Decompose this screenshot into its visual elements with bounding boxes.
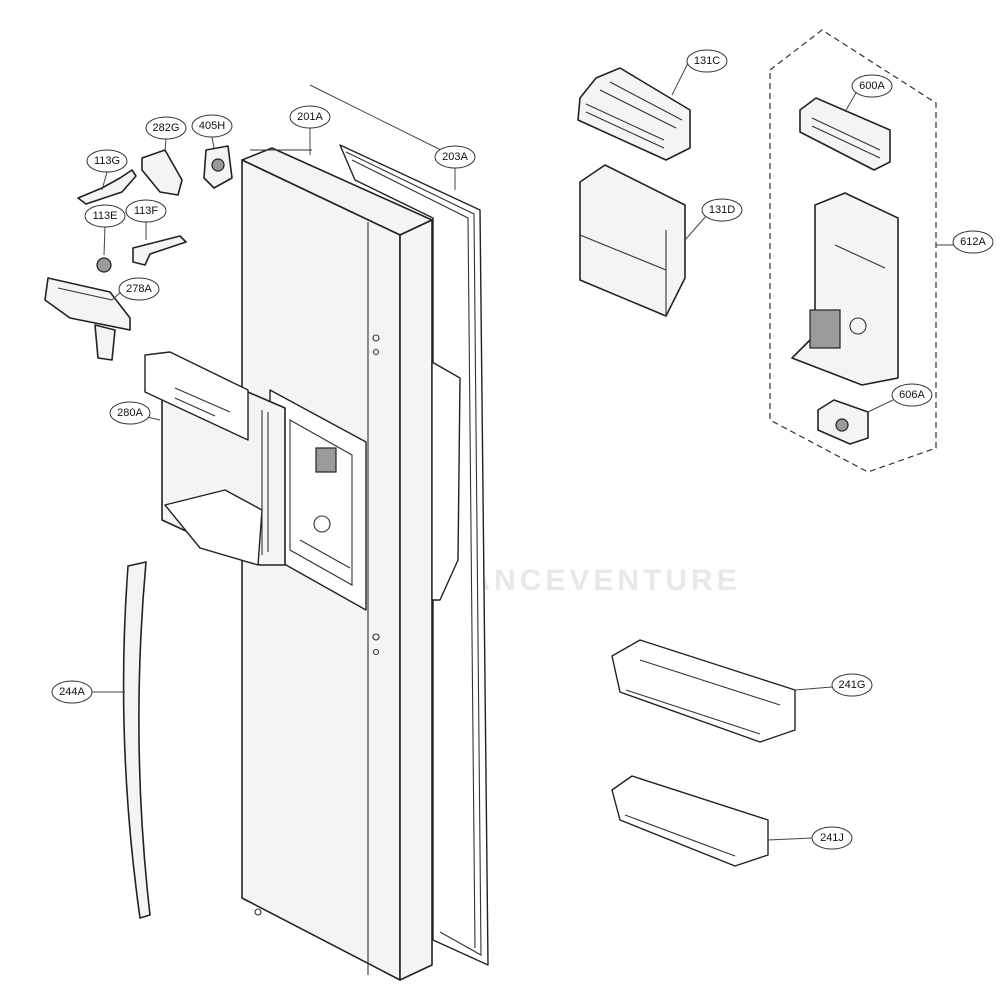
callout-label-600A: 600A xyxy=(859,80,885,92)
switch-282G xyxy=(141,149,183,196)
callout-label-405H: 405H xyxy=(199,120,225,132)
ice-bucket-cover-131C xyxy=(577,67,691,161)
callout-241G: 241G xyxy=(831,673,873,697)
door-handle-244A xyxy=(122,561,151,919)
bracket-113F xyxy=(132,235,187,266)
part-113E xyxy=(96,257,112,273)
callout-label-113G: 113G xyxy=(94,155,120,167)
callout-label-282G: 282G xyxy=(153,122,180,134)
callout-label-278A: 278A xyxy=(126,283,152,295)
callout-606A: 606A xyxy=(891,383,933,407)
callout-405H: 405H xyxy=(191,114,233,138)
leader-lines xyxy=(90,62,955,841)
callout-label-203A: 203A xyxy=(442,151,468,163)
door-bin-241G xyxy=(611,639,796,743)
callout-label-131D: 131D xyxy=(709,204,735,216)
ice-maker-housing xyxy=(791,192,899,386)
assembly-boundary-612A xyxy=(769,29,937,473)
callout-label-612A: 612A xyxy=(960,236,986,248)
callout-201A: 201A xyxy=(289,105,331,129)
ice-bucket-131D xyxy=(579,164,686,317)
refrigerator-door-201A xyxy=(241,147,461,981)
callout-280A: 280A xyxy=(109,401,151,425)
callout-600A: 600A xyxy=(851,74,893,98)
dispenser-cover-280A xyxy=(144,351,286,566)
door-bin-241J xyxy=(611,775,769,867)
callout-label-244A: 244A xyxy=(59,686,85,698)
callout-131D: 131D xyxy=(701,198,743,222)
ice-maker-600A xyxy=(799,97,891,171)
callout-label-606A: 606A xyxy=(899,389,925,401)
callout-282G: 282G xyxy=(145,116,187,140)
callout-241J: 241J xyxy=(811,826,853,850)
lever-113G xyxy=(77,169,137,205)
callout-label-113E: 113E xyxy=(93,210,118,222)
callout-244A: 244A xyxy=(51,680,93,704)
callout-131C: 131C xyxy=(686,49,728,73)
callout-203A: 203A xyxy=(434,145,476,169)
callout-113G: 113G xyxy=(86,149,128,173)
callout-278A: 278A xyxy=(118,277,160,301)
auger-motor-606A xyxy=(817,399,869,445)
callout-label-201A: 201A xyxy=(297,111,323,123)
callout-label-241G: 241G xyxy=(839,679,866,691)
callout-113E: 113E xyxy=(84,204,126,228)
callout-label-241J: 241J xyxy=(820,832,844,844)
callout-label-280A: 280A xyxy=(117,407,143,419)
callout-612A: 612A xyxy=(952,230,994,254)
callout-label-131C: 131C xyxy=(694,55,720,67)
motor-405H xyxy=(203,145,233,189)
callout-113F: 113F xyxy=(125,199,167,223)
control-module-278A xyxy=(44,277,131,361)
callout-label-113F: 113F xyxy=(134,205,159,217)
door-gasket-203A xyxy=(339,144,489,966)
